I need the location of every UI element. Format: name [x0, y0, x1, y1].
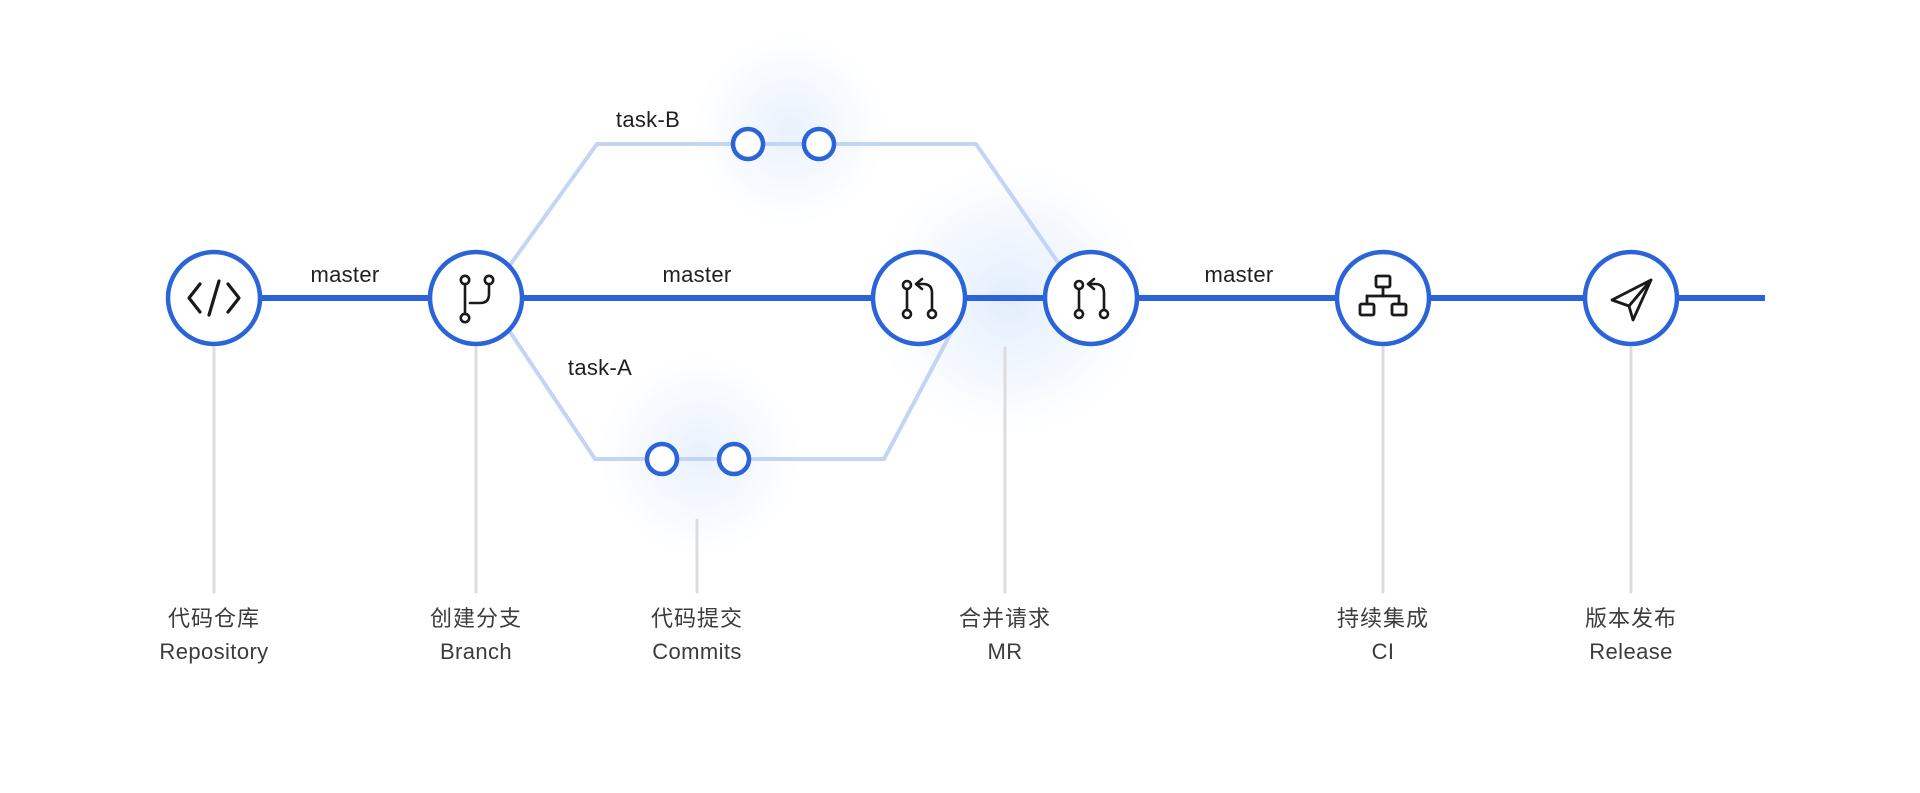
node-mr-1[interactable]	[870, 249, 968, 347]
node-repository[interactable]	[165, 249, 263, 347]
caption-branch-en: Branch	[440, 639, 512, 664]
caption-ci-en: CI	[1372, 639, 1395, 664]
node-mr-1-circle	[870, 249, 968, 347]
node-ci-circle	[1334, 249, 1432, 347]
master-label-3: master	[1204, 262, 1273, 287]
caption-mr-en: MR	[987, 639, 1022, 664]
commit-dot-a1[interactable]	[644, 441, 680, 477]
caption-branch: 创建分支 Branch	[430, 606, 522, 664]
caption-commits-zh: 代码提交	[651, 606, 743, 631]
git-merge-icon	[901, 277, 938, 320]
master-label-2: master	[662, 262, 731, 287]
caption-mr-zh: 合并请求	[959, 606, 1051, 631]
caption-mr: 合并请求 MR	[959, 606, 1051, 664]
caption-release-zh: 版本发布	[1585, 606, 1677, 631]
caption-branch-zh: 创建分支	[430, 606, 522, 631]
commit-dots-group	[644, 126, 837, 477]
caption-ci: 持续集成 CI	[1337, 606, 1429, 664]
glow-commits-top	[685, 25, 895, 235]
glow-commits-bottom	[590, 345, 810, 565]
branch-label-task-a: task-A	[568, 355, 632, 380]
caption-release-en: Release	[1589, 639, 1673, 664]
node-ci[interactable]	[1334, 249, 1432, 347]
send-plane-icon	[1610, 278, 1653, 322]
caption-commits: 代码提交 Commits	[651, 606, 743, 664]
node-branch-circle	[427, 249, 525, 347]
commit-dot-b1[interactable]	[730, 126, 766, 162]
caption-release: 版本发布 Release	[1585, 606, 1677, 664]
commit-dot-b2[interactable]	[801, 126, 837, 162]
commit-dot-a2[interactable]	[716, 441, 752, 477]
caption-repository: 代码仓库 Repository	[159, 606, 268, 664]
node-release-circle	[1582, 249, 1680, 347]
task-b-path	[508, 142, 1061, 267]
code-brackets-icon	[187, 279, 241, 317]
node-branch[interactable]	[427, 249, 525, 347]
branch-label-task-b: task-B	[616, 107, 680, 132]
git-branch-icon	[459, 274, 495, 324]
caption-ci-zh: 持续集成	[1337, 606, 1429, 631]
caption-connectors	[212, 346, 1633, 594]
node-mr-2[interactable]	[1042, 249, 1140, 347]
caption-repository-zh: 代码仓库	[168, 606, 260, 631]
sitemap-icon	[1358, 274, 1408, 317]
master-label-1: master	[310, 262, 379, 287]
node-release[interactable]	[1582, 249, 1680, 347]
node-mr-2-circle	[1042, 249, 1140, 347]
caption-commits-en: Commits	[652, 639, 742, 664]
git-merge-icon	[1073, 277, 1110, 320]
caption-repository-en: Repository	[159, 639, 268, 664]
